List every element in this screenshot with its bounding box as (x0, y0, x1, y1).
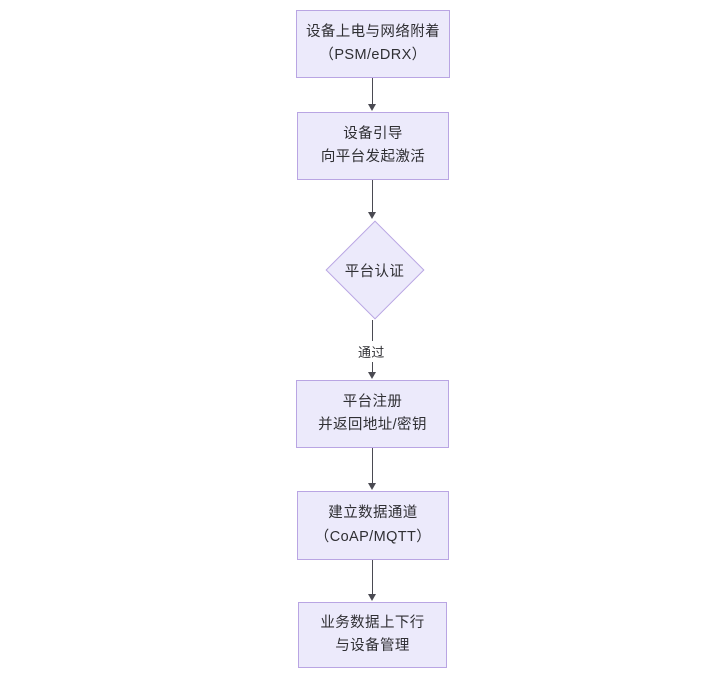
connector-n1-n2 (372, 78, 374, 105)
node-platform-authentication[interactable]: 平台认证 (325, 220, 424, 320)
node-platform-registration[interactable]: 平台注册 并返回地址/密钥 (296, 380, 449, 448)
node-line-1: 平台认证 (344, 263, 405, 280)
node-line-1: 平台注册 (342, 393, 403, 410)
arrowhead-n2-n3 (367, 212, 376, 219)
connector-n2-n3 (372, 180, 374, 213)
node-line-1: 建立数据通道 (328, 505, 418, 522)
arrowhead-n4-n5 (367, 483, 376, 490)
node-line-2: （CoAP/MQTT） (314, 528, 432, 545)
node-device-power-on[interactable]: 设备上电与网络附着 （PSM/eDRX） (296, 10, 450, 78)
node-line-1: 设备上电与网络附着 (305, 23, 441, 40)
edge-label-pass: 通过 (355, 341, 388, 362)
node-device-bootstrap[interactable]: 设备引导 向平台发起激活 (297, 112, 449, 180)
node-line-1: 业务数据上下行 (320, 614, 425, 631)
node-line-2: 向平台发起激活 (320, 149, 426, 165)
node-line-2: （PSM/eDRX） (319, 47, 427, 63)
node-establish-data-channel[interactable]: 建立数据通道 （CoAP/MQTT） (297, 491, 449, 560)
arrowhead-n5-n6 (367, 594, 376, 601)
arrowhead-n1-n2 (367, 104, 376, 111)
node-line-2: 与设备管理 (335, 638, 410, 654)
node-line-1: 设备引导 (343, 125, 403, 142)
node-business-data-and-device-management[interactable]: 业务数据上下行 与设备管理 (298, 602, 447, 668)
connector-n5-n6 (372, 560, 374, 595)
connector-n4-n5 (372, 448, 374, 484)
arrowhead-n3-n4 (367, 372, 376, 379)
node-line-2: 并返回地址/密钥 (318, 417, 427, 433)
